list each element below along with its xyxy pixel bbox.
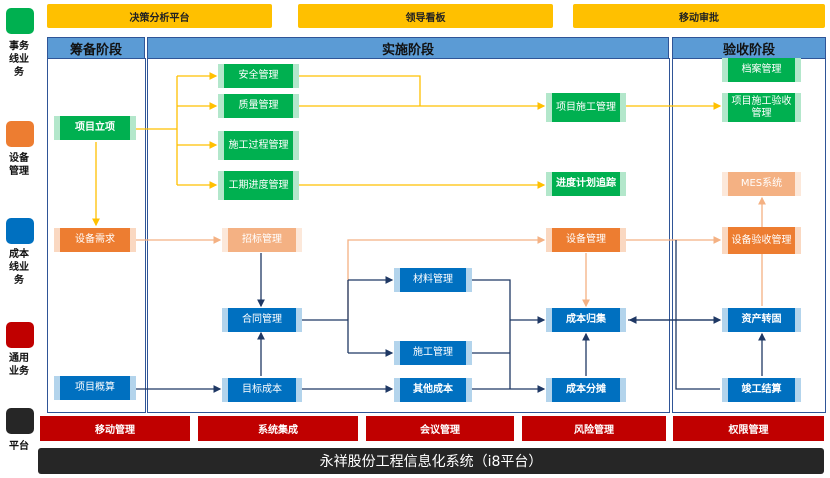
system-integration[interactable]: 系统集成	[198, 416, 358, 441]
mobile-approval[interactable]: 移动审批	[573, 4, 825, 28]
legend-swatch-cost	[6, 218, 34, 244]
node-cost-aggregation[interactable]: 成本归集	[546, 308, 626, 332]
node-final-settlement[interactable]: 竣工结算	[722, 378, 801, 402]
node-project-budget[interactable]: 项目概算	[54, 376, 136, 400]
legend-label-cost: 成本线业务	[9, 249, 29, 286]
legend-label-equipment: 设备管理	[9, 153, 29, 177]
phase-accept-header: 验收阶段	[672, 37, 826, 59]
platform-bar: 永祥股份工程信息化系统（i8平台）	[38, 448, 824, 474]
legend-swatch-general	[6, 322, 34, 348]
phase-prep-header: 筹备阶段	[47, 37, 145, 59]
meeting-management[interactable]: 会议管理	[366, 416, 514, 441]
node-contract-mgmt[interactable]: 合同管理	[222, 308, 302, 332]
leader-dashboard[interactable]: 领导看板	[298, 4, 553, 28]
node-archive-mgmt[interactable]: 档案管理	[722, 58, 801, 82]
node-progress-tracking[interactable]: 进度计划追踪	[546, 172, 626, 196]
risk-management[interactable]: 风险管理	[522, 416, 666, 441]
legend-swatch-transaction	[6, 8, 34, 34]
node-equipment-mgmt[interactable]: 设备管理	[546, 228, 626, 252]
node-safety-mgmt[interactable]: 安全管理	[218, 64, 299, 88]
node-target-cost[interactable]: 目标成本	[222, 378, 302, 402]
node-construction-process-mgmt[interactable]: 施工过程管理	[218, 131, 299, 160]
node-other-cost[interactable]: 其他成本	[394, 378, 472, 402]
legend-label-transaction: 事务线业务	[9, 41, 29, 78]
permission-management[interactable]: 权限管理	[673, 416, 824, 441]
legend-label-general: 通用业务	[9, 353, 29, 377]
node-quality-mgmt[interactable]: 质量管理	[218, 94, 299, 118]
legend-swatch-equipment	[6, 121, 34, 147]
node-project-construction-mgmt[interactable]: 项目施工管理	[546, 93, 626, 122]
decision-analysis-platform[interactable]: 决策分析平台	[47, 4, 272, 28]
node-cost-allocation[interactable]: 成本分摊	[546, 378, 626, 402]
node-asset-transfer[interactable]: 资产转固	[722, 308, 801, 332]
node-project-setup[interactable]: 项目立项	[54, 116, 136, 140]
node-mes-system[interactable]: MES系统	[722, 172, 801, 196]
node-project-acceptance-mgmt[interactable]: 项目施工验收管理	[722, 93, 801, 122]
node-construction-mgmt[interactable]: 施工管理	[394, 341, 472, 365]
node-material-mgmt[interactable]: 材料管理	[394, 268, 472, 292]
mobile-management[interactable]: 移动管理	[40, 416, 190, 441]
node-bidding-mgmt[interactable]: 招标管理	[222, 228, 302, 252]
legend-swatch-platform	[6, 408, 34, 434]
legend-label-platform: 平台	[9, 441, 29, 452]
node-equipment-demand[interactable]: 设备需求	[54, 228, 136, 252]
node-schedule-mgmt[interactable]: 工期进度管理	[218, 171, 299, 200]
node-equipment-acceptance-mgmt[interactable]: 设备验收管理	[722, 227, 801, 254]
